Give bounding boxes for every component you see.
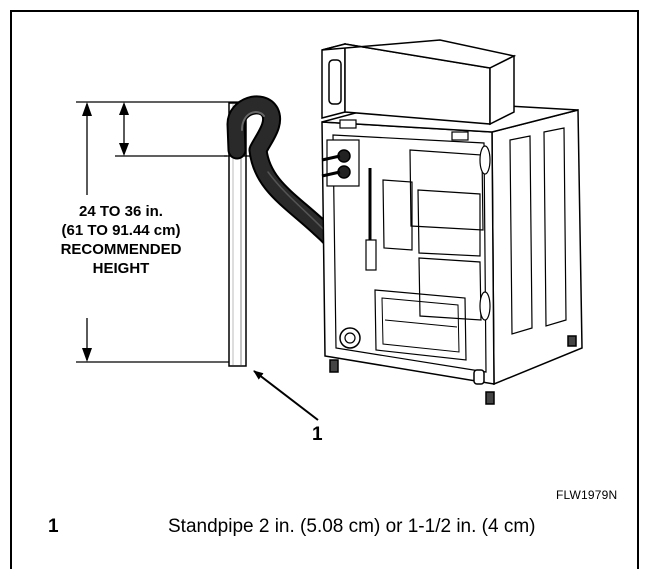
figure-id: FLW1979N xyxy=(556,488,618,502)
legend-number: 1 xyxy=(48,516,59,537)
washer xyxy=(321,39,583,405)
legend-text: Standpipe 2 in. (5.08 cm) or 1-1/2 in. (… xyxy=(168,516,536,537)
height-label-line-1: 24 TO 36 in. xyxy=(79,203,163,220)
callout-leader-arrow xyxy=(253,370,319,421)
dimension-arrowheads xyxy=(82,102,129,362)
height-label-line-2: (61 TO 91.44 cm) xyxy=(61,222,181,239)
height-label-line-3: RECOMMENDED xyxy=(60,241,182,258)
callout-number: 1 xyxy=(312,424,323,445)
figure-frame xyxy=(10,10,639,569)
recommended-height-label: 24 TO 36 in. (61 TO 91.44 cm) RECOMMENDE… xyxy=(22,202,220,278)
height-label-line-4: HEIGHT xyxy=(92,260,150,277)
